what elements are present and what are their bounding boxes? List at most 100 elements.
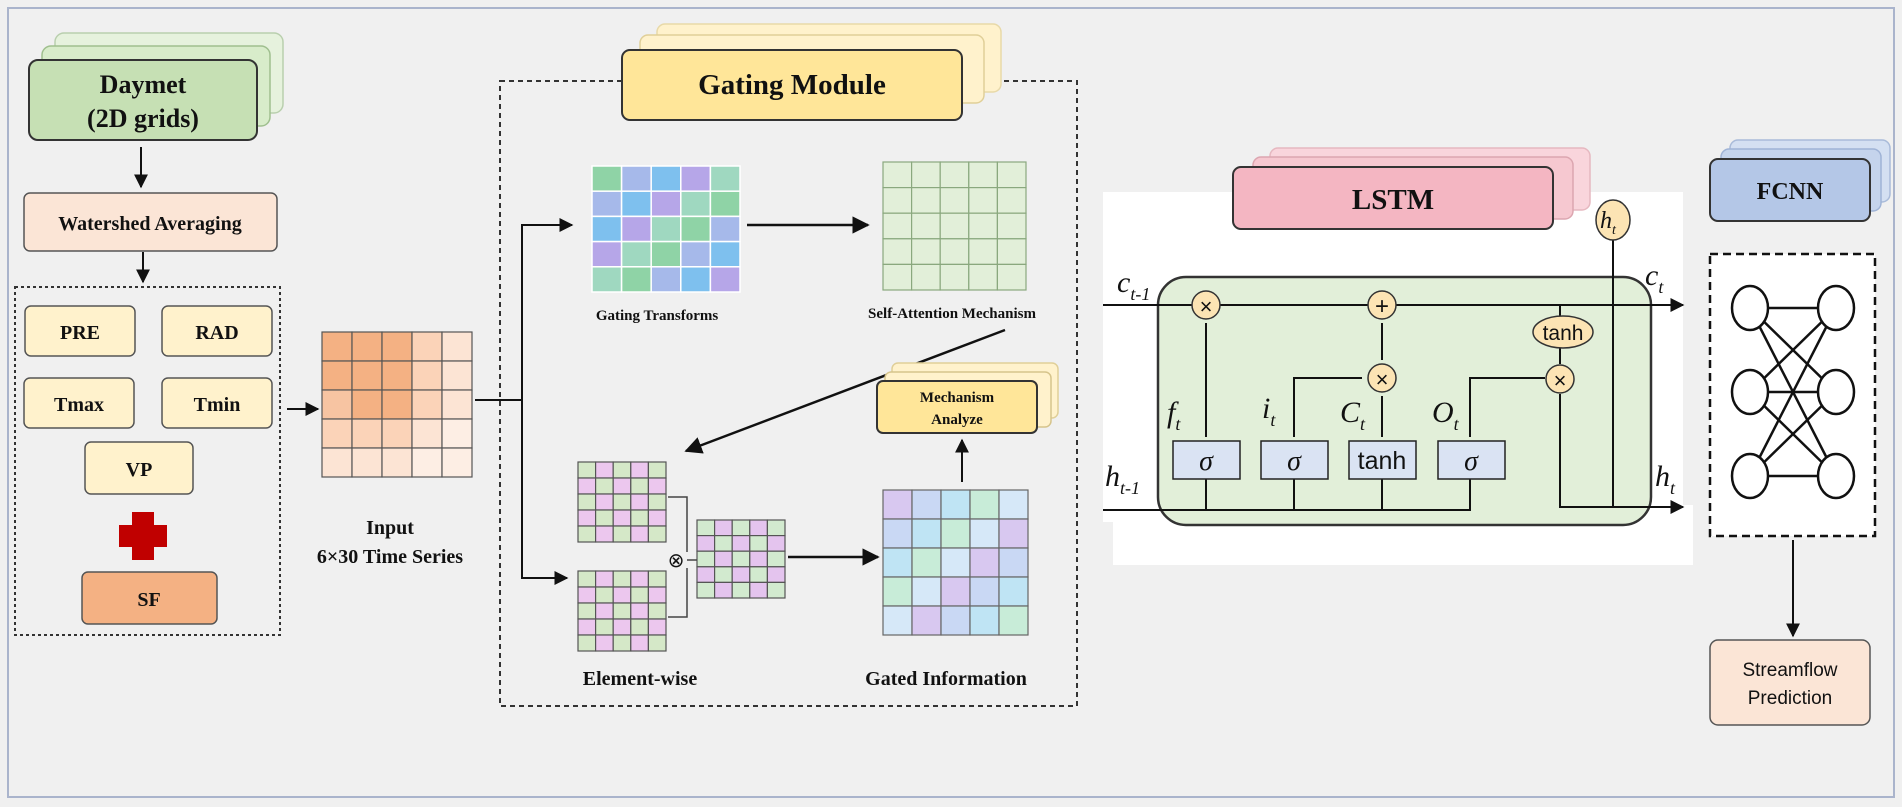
grid-cell <box>620 240 652 268</box>
grid-cell <box>968 187 998 214</box>
grid-cell <box>749 566 768 583</box>
var-sf-box <box>81 571 218 625</box>
var-tmin-box <box>161 377 273 429</box>
elementwise-grid-bottom <box>577 570 667 652</box>
grid-cell <box>620 190 652 218</box>
ht-top-label: ht <box>1600 208 1617 238</box>
grid-cell <box>680 165 712 192</box>
prediction-label: Prediction <box>1748 688 1833 709</box>
grid-cell <box>766 519 786 537</box>
grid-cell <box>630 586 649 604</box>
streamflow-output: Streamflow Prediction <box>1709 639 1871 726</box>
grid-cell <box>630 493 649 511</box>
grid-cell <box>996 161 1027 189</box>
grid-cell <box>647 570 667 588</box>
grid-cell <box>577 477 597 495</box>
input-multiply-symbol: × <box>1376 367 1389 392</box>
it-label: it <box>1262 392 1276 430</box>
grid-cell <box>591 165 623 192</box>
input-matrix <box>321 331 473 478</box>
grid-cell <box>647 586 667 604</box>
grid-cell <box>647 602 667 620</box>
grid-cell <box>411 447 443 478</box>
grid-cell <box>998 518 1029 549</box>
grid-cell <box>594 477 614 495</box>
grid-cell <box>996 238 1027 266</box>
grid-cell <box>620 215 652 243</box>
grid-cell <box>940 547 971 578</box>
grid-cell <box>882 263 913 291</box>
var-tmax-box <box>23 377 135 429</box>
grid-cell <box>441 447 473 478</box>
grid-cell <box>612 477 632 495</box>
grid-cell <box>647 618 667 636</box>
var-tmin-label: Tmin <box>194 394 241 416</box>
gating-title-box <box>621 49 963 121</box>
grid-cell <box>713 566 733 583</box>
grid-cell <box>612 634 632 652</box>
grid-cell <box>969 547 1000 578</box>
grid-cell <box>630 461 649 479</box>
grid-cell <box>647 477 667 495</box>
var-tmax-label: Tmax <box>54 394 104 416</box>
output-multiply-icon <box>1545 364 1575 394</box>
arrow-sa-to-elementwise <box>684 328 1006 454</box>
analyze-label: Analyze <box>931 412 983 428</box>
var-vp-label: VP <box>126 459 153 481</box>
mechanism-label: Mechanism <box>920 390 995 406</box>
grid-cell <box>612 509 632 527</box>
grid-cell <box>713 581 733 599</box>
grid-cell <box>911 518 942 549</box>
grid-cell <box>882 518 913 549</box>
candidate-label: Ct <box>1340 396 1366 434</box>
grid-cell <box>939 161 970 189</box>
watershed-box: Watershed Averaging <box>23 192 278 252</box>
fcnn-title: FCNN <box>1757 179 1824 205</box>
var-pre-box <box>24 305 136 357</box>
grid-cell <box>594 602 614 620</box>
grid-cell <box>381 331 413 362</box>
grid-cell <box>612 586 632 604</box>
grid-cell <box>766 534 786 552</box>
grid-cell <box>321 418 353 449</box>
var-vp-box <box>84 441 194 495</box>
grid-cell <box>594 525 614 543</box>
mechanism-stack: Mechanism Analyze <box>876 362 1059 434</box>
grid-cell <box>591 215 623 243</box>
grid-cell <box>882 161 913 189</box>
grid-cell <box>749 550 768 568</box>
fcnn-node <box>1730 452 1770 500</box>
grid-cell <box>620 266 652 293</box>
grid-cell <box>968 212 998 240</box>
grid-cell <box>594 570 614 588</box>
input-sigma-label: σ <box>1287 446 1302 477</box>
grid-cell <box>709 165 741 192</box>
grid-cell <box>713 550 733 568</box>
grid-cell <box>411 360 443 391</box>
candidate-tanh-label: tanh <box>1358 447 1407 475</box>
fcnn-node <box>1816 452 1856 500</box>
grid-cell <box>713 519 733 537</box>
grid-cell <box>321 447 353 478</box>
ot-label: Ot <box>1432 396 1460 434</box>
grid-cell <box>910 161 941 189</box>
lstm-title-box <box>1232 166 1554 230</box>
grid-cell <box>998 489 1029 520</box>
grid-cell <box>630 509 649 527</box>
forget-multiply-symbol: × <box>1200 294 1213 319</box>
grid-cell <box>650 215 682 243</box>
daymet-box <box>28 59 258 141</box>
grid-cell <box>766 566 786 583</box>
grid-cell <box>321 331 353 362</box>
grid-cell <box>968 263 998 291</box>
input-sublabel: 6×30 Time Series <box>317 546 463 568</box>
grid-cell <box>650 240 682 268</box>
gating-title-stack: Gating Module <box>621 23 1002 121</box>
grid-cell <box>591 240 623 268</box>
grid-cell <box>939 263 970 291</box>
grid-cell <box>441 418 473 449</box>
grid-cell <box>998 547 1029 578</box>
grid-cell <box>910 212 941 240</box>
watershed-label: Watershed Averaging <box>58 213 242 235</box>
grid-cell <box>612 493 632 511</box>
